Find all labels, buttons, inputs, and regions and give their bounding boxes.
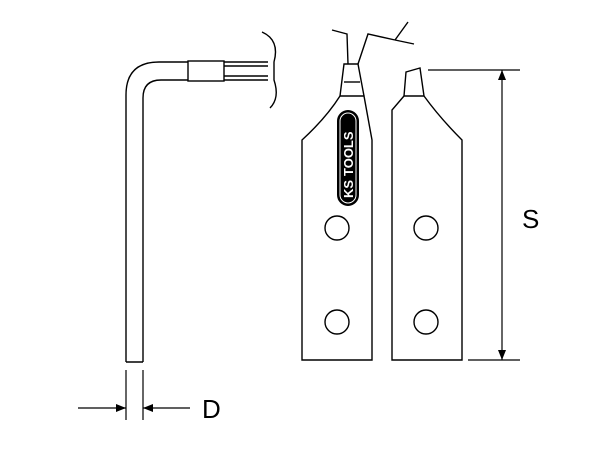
- bent-tip-side-view: [125, 31, 277, 363]
- left-tip-prong-end: [394, 21, 415, 45]
- left-tip-neck: [339, 63, 365, 97]
- dimension-s: [428, 69, 520, 361]
- ks-tools-logo: KS TOOLS: [337, 110, 359, 206]
- logo-badge: [337, 110, 359, 206]
- left-plate-hole-top: [324, 215, 350, 241]
- right-plate-hole-top: [413, 215, 439, 241]
- tip-sleeve: [187, 60, 225, 82]
- logo-badge-inner: [339, 112, 357, 204]
- right-plate-outline: [391, 95, 463, 361]
- right-plate-hole-bottom: [413, 309, 439, 335]
- right-tip-stub: [403, 67, 425, 97]
- dimension-d: [78, 370, 190, 420]
- bent-tip-outline: [125, 61, 268, 363]
- length-label: S: [522, 204, 539, 234]
- tip-hook: [261, 31, 277, 109]
- diameter-label: D: [202, 394, 221, 424]
- left-plate-hole-bottom: [324, 309, 350, 335]
- left-tip-prong: [331, 29, 396, 65]
- right-plate: [391, 67, 463, 361]
- logo-text-tools: TOOLS: [341, 131, 356, 176]
- logo-text-ks: KS: [341, 180, 356, 198]
